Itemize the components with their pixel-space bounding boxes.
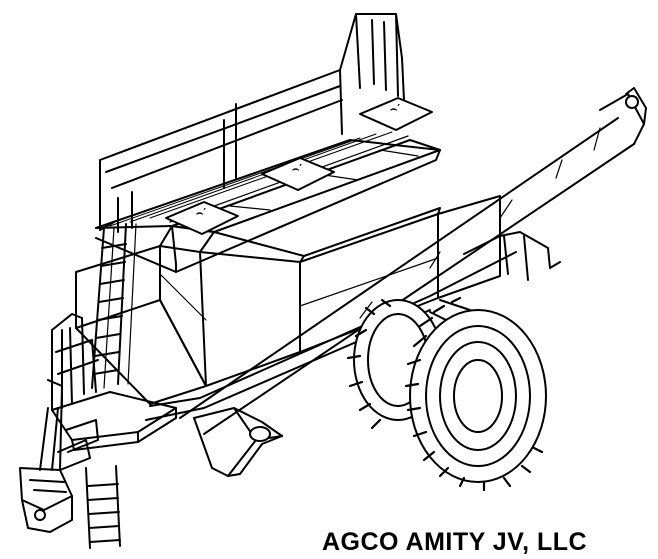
main-ladder xyxy=(91,223,137,389)
lid-1 xyxy=(165,201,239,235)
front-platform xyxy=(51,313,177,451)
lid-2 xyxy=(261,157,335,191)
wheel-front xyxy=(409,309,547,483)
top-deck xyxy=(95,131,441,273)
lid-3 xyxy=(359,97,433,131)
front-step-ladder xyxy=(85,465,121,549)
frame-rail xyxy=(145,231,561,421)
lid-mark: ⌢′ xyxy=(390,102,401,115)
lid-mark: ⌢′ xyxy=(196,206,207,219)
lid-mark: ⌢′ xyxy=(292,162,303,175)
auger-tube xyxy=(179,87,647,477)
tire-treads xyxy=(346,296,544,492)
railings xyxy=(99,13,405,233)
company-caption: AGCO AMITY JV, LLC xyxy=(322,528,588,556)
hitch-tongue xyxy=(19,379,99,533)
